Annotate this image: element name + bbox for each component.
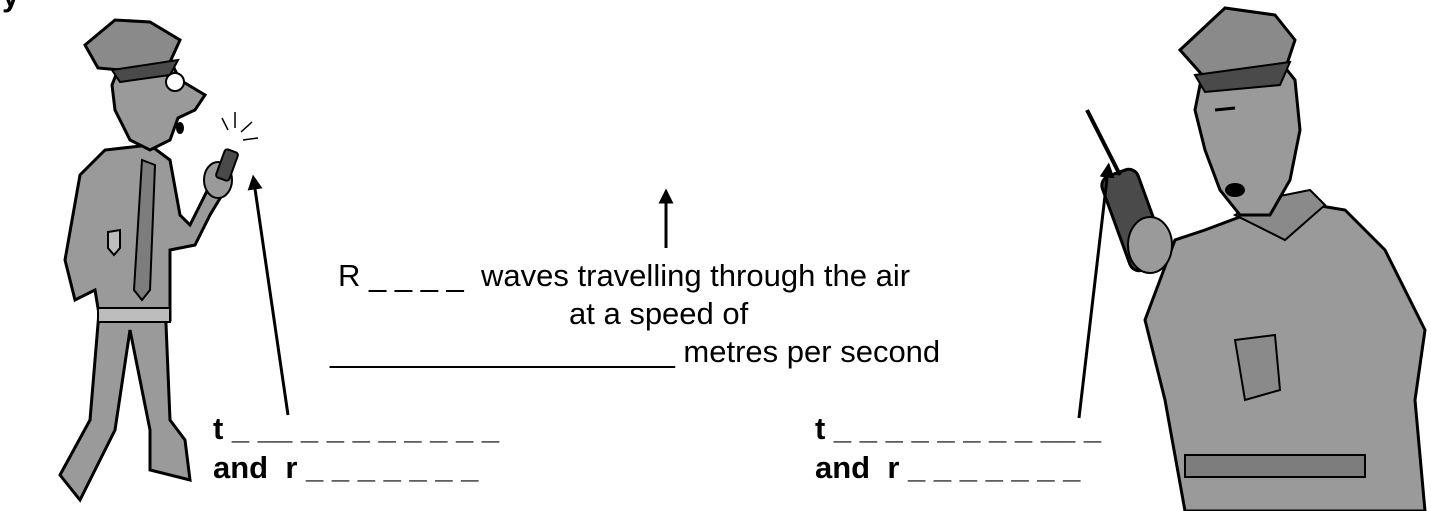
left-police-officer-illustration	[58, 18, 259, 503]
corner-letter: y	[2, 0, 19, 14]
right-label-line-t: t _ _ _ _ _ _ _ _ __ _	[815, 411, 1102, 446]
right-officer-mouth	[1225, 183, 1245, 197]
left-officer-glasses	[165, 72, 185, 92]
left-officer-belt	[97, 307, 171, 323]
center-line-radio-waves: R _ _ _ _ waves travelling through the a…	[338, 258, 911, 293]
left-label-line-t: t _ __ _ _ _ _ _ _ _ _	[213, 411, 500, 446]
walkie-talkie-left	[215, 148, 239, 182]
right-officer-belt	[1184, 454, 1366, 478]
radio-signal-sparkle-icon	[221, 112, 259, 141]
right-officer-head	[1193, 53, 1302, 217]
center-line-metres-per-second: ____________________ metres per second	[330, 334, 941, 369]
right-officer-hand	[1127, 216, 1173, 274]
left-label-line-and-r: and r _ _ _ _ _ _ _	[213, 450, 479, 485]
right-officer-body	[1143, 198, 1427, 511]
right-police-officer-illustration	[1085, 6, 1427, 511]
arrow-to-right-radio	[1077, 162, 1115, 419]
left-officer-badge	[107, 228, 121, 257]
right-officer-pocket	[1233, 333, 1282, 402]
center-line-speed: at a speed of	[569, 296, 749, 331]
left-officer-cap	[83, 18, 182, 72]
right-officer-eyes	[1214, 106, 1236, 112]
right-officer-cap-brim	[1193, 60, 1292, 94]
arrow-to-left-radio	[247, 174, 290, 416]
left-officer-legs	[58, 298, 192, 503]
left-officer-mouth	[176, 122, 184, 134]
left-officer-tie	[132, 158, 157, 302]
right-label-line-and-r: and r _ _ _ _ _ _ _	[815, 450, 1081, 485]
